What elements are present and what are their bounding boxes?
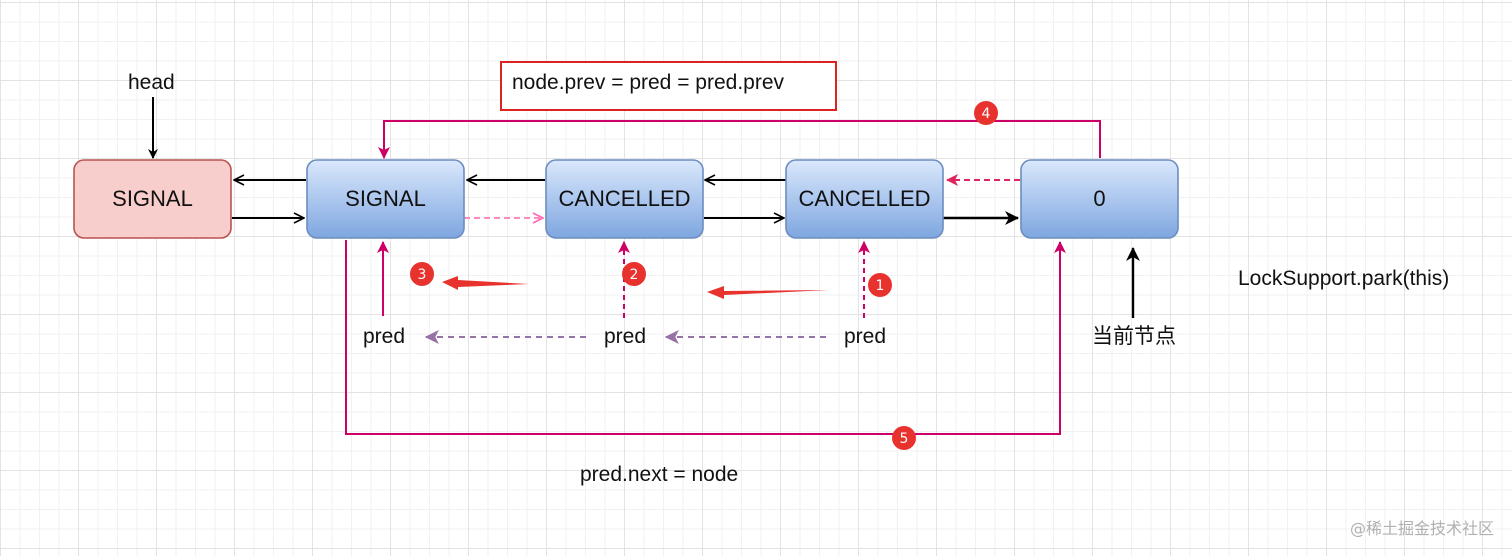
edge-5-next-link	[345, 240, 1066, 435]
park-label: LockSupport.park(this)	[1238, 267, 1449, 290]
badge-4: 4	[974, 101, 998, 125]
badge-5: 5	[892, 426, 916, 450]
pred-label-3: pred	[844, 325, 886, 348]
svg-text:4: 4	[982, 106, 991, 122]
node-head-signal	[73, 159, 232, 239]
formula-bottom: pred.next = node	[580, 463, 738, 486]
node-signal-label: SIGNAL	[345, 186, 426, 211]
node-current-label: 0	[1093, 186, 1105, 211]
node-current	[1020, 159, 1179, 239]
node-head-label: SIGNAL	[112, 186, 193, 211]
svg-text:5: 5	[900, 431, 909, 447]
head-label: head	[128, 71, 175, 94]
node-cancelled-2-label: CANCELLED	[798, 186, 930, 211]
current-node-label: 当前节点	[1092, 324, 1176, 348]
formula-top-box	[500, 61, 837, 111]
edge-4-prev-link	[378, 120, 1101, 159]
node-signal	[306, 159, 465, 239]
badge-1: 1	[868, 273, 892, 297]
pred-label-1: pred	[363, 325, 405, 348]
watermark: @稀土掘金技术社区	[1350, 519, 1494, 538]
direction-arrow-3	[442, 276, 529, 290]
pred-label-2: pred	[604, 325, 646, 348]
svg-text:1: 1	[876, 278, 885, 294]
badge-2: 2	[622, 262, 646, 286]
node-cancelled-1-label: CANCELLED	[558, 186, 690, 211]
badge-3: 3	[410, 262, 434, 286]
direction-arrow-1	[707, 286, 829, 299]
node-cancelled-2	[785, 159, 944, 239]
svg-text:2: 2	[630, 267, 639, 283]
node-cancelled-1	[545, 159, 704, 239]
formula-top: node.prev = pred = pred.prev	[512, 71, 785, 94]
svg-text:3: 3	[418, 267, 427, 283]
